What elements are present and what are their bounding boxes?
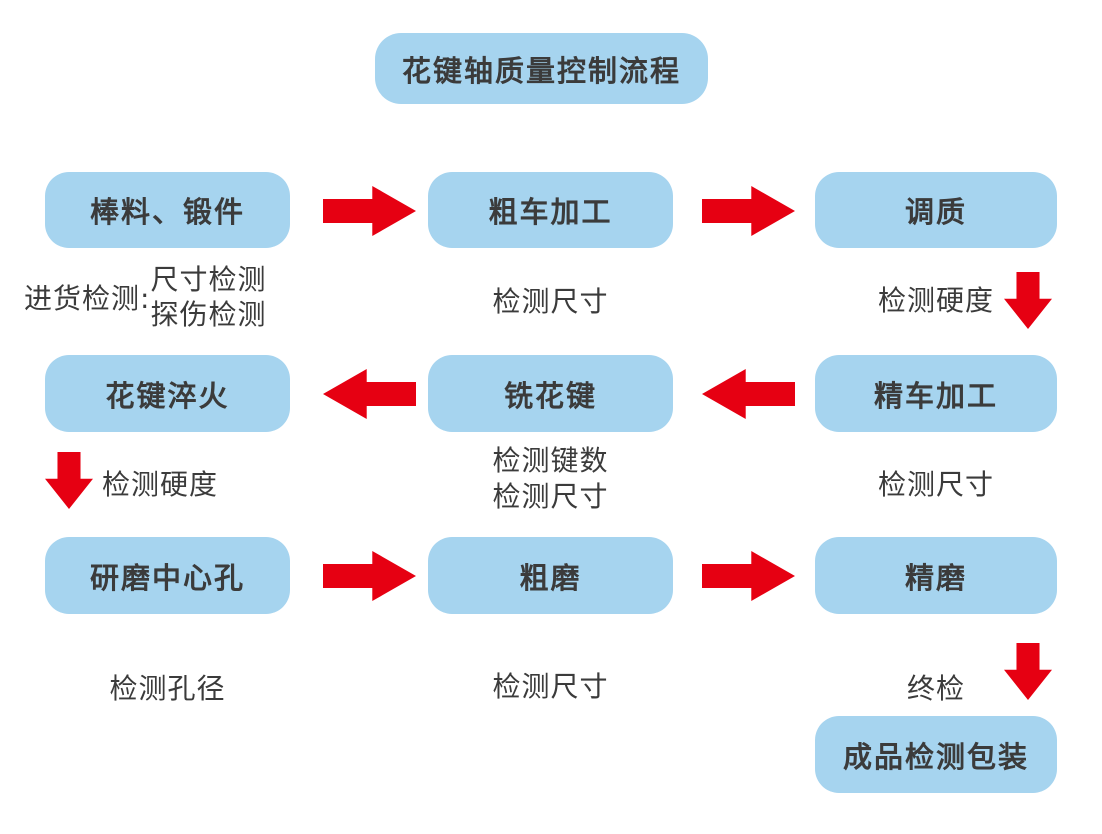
- check-label: 检测硬度: [877, 284, 994, 317]
- check-label: 探伤检测: [150, 298, 267, 331]
- check-label: 检测硬度: [102, 468, 219, 501]
- node-final-packaging: 成品检测包装: [815, 716, 1057, 793]
- check-label: 检测尺寸: [877, 468, 994, 501]
- arrow-left-icon: [323, 369, 416, 419]
- node-spline-milling: 铣花键: [428, 355, 673, 432]
- check-label: 检测孔径: [109, 672, 226, 705]
- arrow-left-icon: [702, 369, 795, 419]
- arrow-right-icon: [323, 186, 416, 236]
- incoming-inspection-prefix: 进货检测:: [24, 282, 151, 315]
- flow-title: 花键轴质量控制流程: [375, 33, 708, 104]
- arrow-right-icon: [702, 186, 795, 236]
- arrow-right-icon: [323, 551, 416, 601]
- check-label: 尺寸检测: [150, 263, 267, 296]
- node-rough-turning: 粗车加工: [428, 172, 673, 248]
- node-fine-turning: 精车加工: [815, 355, 1057, 432]
- check-label: 检测尺寸: [492, 285, 609, 318]
- check-label: 检测尺寸: [492, 670, 609, 703]
- node-spline-quenching: 花键淬火: [45, 355, 290, 432]
- node-raw-material: 棒料、锻件: [45, 172, 290, 248]
- check-label: 终检: [906, 672, 965, 705]
- node-center-hole-grinding: 研磨中心孔: [45, 537, 290, 614]
- check-label-group: 检测键数 检测尺寸: [428, 443, 673, 515]
- node-rough-grinding: 粗磨: [428, 537, 673, 614]
- check-label: 检测键数: [492, 444, 609, 477]
- arrow-right-icon: [702, 551, 795, 601]
- incoming-inspection-items: 尺寸检测 探伤检测: [150, 262, 266, 332]
- incoming-inspection-label: 进货检测: 尺寸检测 探伤检测: [24, 262, 266, 332]
- check-label: 检测尺寸: [492, 480, 609, 513]
- node-fine-grinding: 精磨: [815, 537, 1057, 614]
- node-quench-temper: 调质: [815, 172, 1057, 248]
- arrow-down-icon: [45, 452, 93, 509]
